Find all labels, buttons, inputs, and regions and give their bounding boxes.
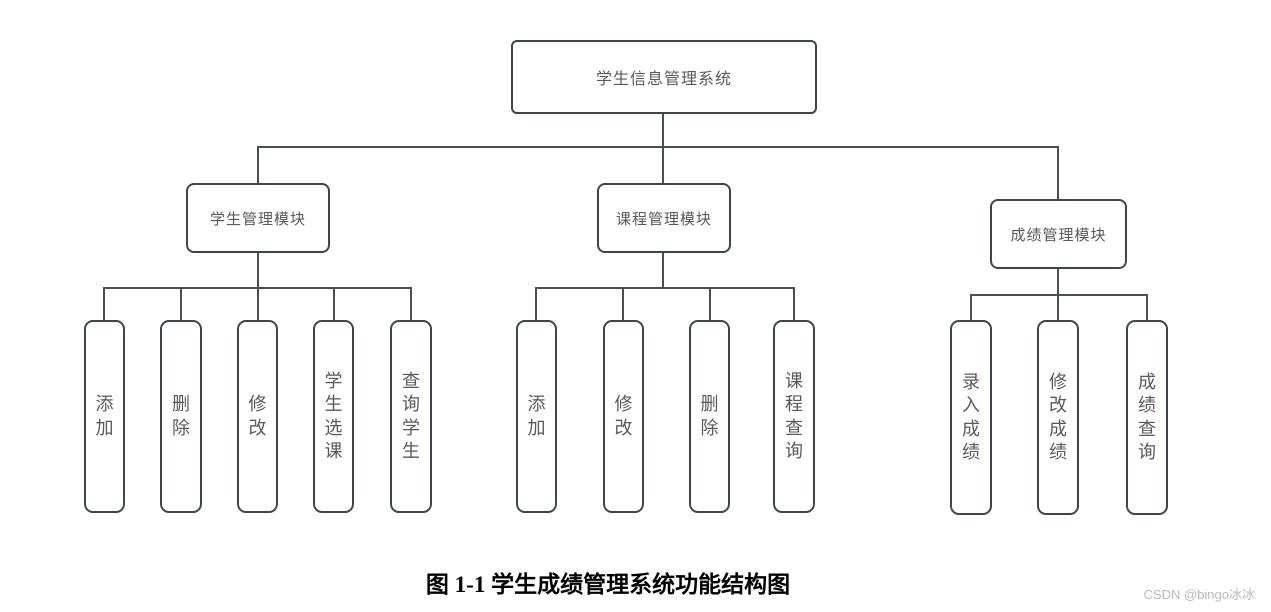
node-system-root-label: 学生信息管理系统 bbox=[595, 71, 732, 88]
leaf-student-query: 查询学生 bbox=[390, 320, 432, 513]
node-module-grade: 成绩管理模块 bbox=[990, 199, 1127, 269]
leaf-student-modify: 修改 bbox=[237, 320, 278, 513]
leaf-grade-query-label: 成绩查询 bbox=[1138, 371, 1156, 462]
watermark: CSDN @bingo冰冰 bbox=[1143, 587, 1255, 602]
node-module-grade-label: 成绩管理模块 bbox=[1010, 226, 1107, 244]
leaf-student-modify-label: 修改 bbox=[248, 394, 267, 438]
node-system-root: 学生信息管理系统 bbox=[511, 40, 817, 114]
node-module-course-label: 课程管理模块 bbox=[615, 210, 712, 228]
leaf-course-add: 添加 bbox=[516, 320, 557, 513]
leaf-grade-modify: 修改成绩 bbox=[1037, 320, 1079, 515]
node-module-student-label: 学生管理模块 bbox=[209, 210, 306, 228]
connector-group-grade bbox=[970, 268, 1148, 320]
connector-level1 bbox=[257, 114, 1059, 199]
leaf-course-add-label: 添加 bbox=[527, 394, 546, 438]
leaf-student-course-select: 学生选课 bbox=[313, 320, 354, 513]
node-module-course: 课程管理模块 bbox=[597, 183, 731, 253]
figure-caption: 图 1-1 学生成绩管理系统功能结构图 bbox=[425, 572, 791, 597]
leaf-student-delete-label: 删除 bbox=[172, 394, 190, 438]
leaf-student-course-select-label: 学生选课 bbox=[324, 370, 343, 461]
leaf-grade-entry-label: 录入成绩 bbox=[962, 371, 980, 462]
leaf-student-delete: 删除 bbox=[160, 320, 202, 513]
leaf-course-query-label: 课程查询 bbox=[785, 370, 803, 461]
leaf-course-modify: 修改 bbox=[603, 320, 644, 513]
leaf-course-modify-label: 修改 bbox=[614, 394, 633, 438]
leaf-student-add-label: 添加 bbox=[95, 394, 114, 438]
leaf-course-delete: 删除 bbox=[689, 320, 730, 513]
leaf-student-query-label: 查询学生 bbox=[402, 370, 420, 461]
leaf-grade-entry: 录入成绩 bbox=[950, 320, 992, 515]
leaf-course-query: 课程查询 bbox=[773, 320, 815, 513]
connector-group-student bbox=[103, 253, 412, 320]
leaf-course-delete-label: 删除 bbox=[700, 394, 719, 438]
connector-group-course bbox=[535, 253, 795, 320]
node-module-student: 学生管理模块 bbox=[186, 183, 330, 253]
leaf-grade-query: 成绩查询 bbox=[1126, 320, 1168, 515]
leaf-student-add: 添加 bbox=[84, 320, 125, 513]
leaf-grade-modify-label: 修改成绩 bbox=[1049, 371, 1067, 462]
